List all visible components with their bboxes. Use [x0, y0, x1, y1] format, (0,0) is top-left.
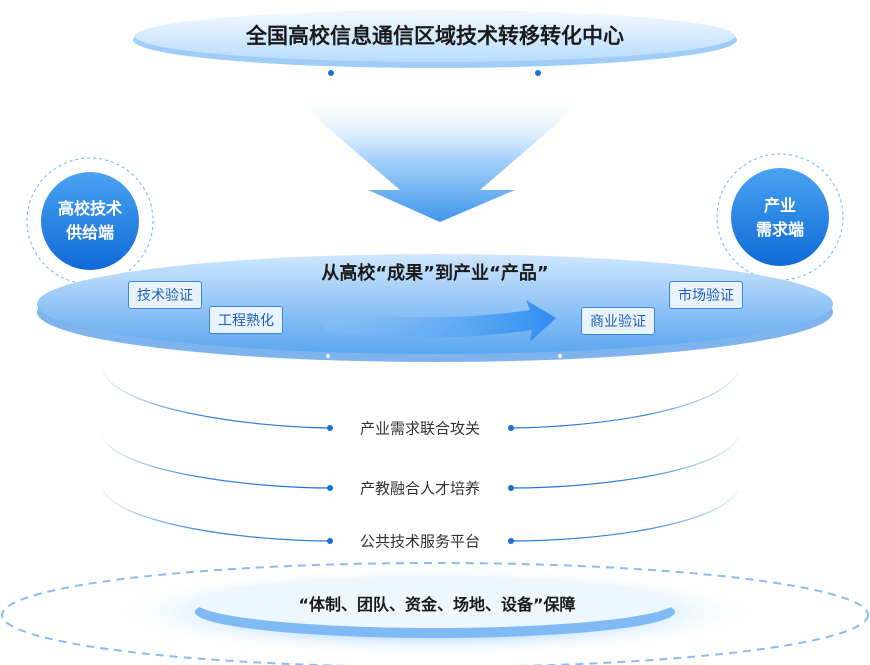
foundation-label: “体制、团队、资金、场地、设备”保障 [298, 595, 576, 614]
demand-side-node: 产业 需求端 [756, 194, 804, 242]
supply-side-label-2: 供给端 [65, 223, 115, 242]
supply-side-label-1: 高校技术 [57, 199, 123, 218]
layer-item: 产业需求联合攻关 [359, 419, 481, 438]
step-market-verification: 市场验证 [669, 281, 743, 309]
funnel-arrow [290, 95, 590, 222]
progress-arrow [320, 300, 556, 342]
step-tech-verification: 技术验证 [128, 281, 202, 309]
layer-item: 公共技术服务平台 [359, 532, 481, 551]
layer-item: 产教融合人才培养 [359, 479, 481, 498]
demand-side-label-1: 产业 [763, 196, 797, 215]
transform-title: 从高校“成果”到产业“产品” [321, 263, 549, 284]
supply-side-node: 高校技术 供给端 [58, 197, 122, 245]
step-business-verification: 商业验证 [581, 307, 655, 335]
center-title: 全国高校信息通信区域技术转移转化中心 [246, 24, 624, 48]
demand-side-label-2: 需求端 [755, 220, 805, 239]
step-engineering: 工程熟化 [209, 306, 283, 334]
